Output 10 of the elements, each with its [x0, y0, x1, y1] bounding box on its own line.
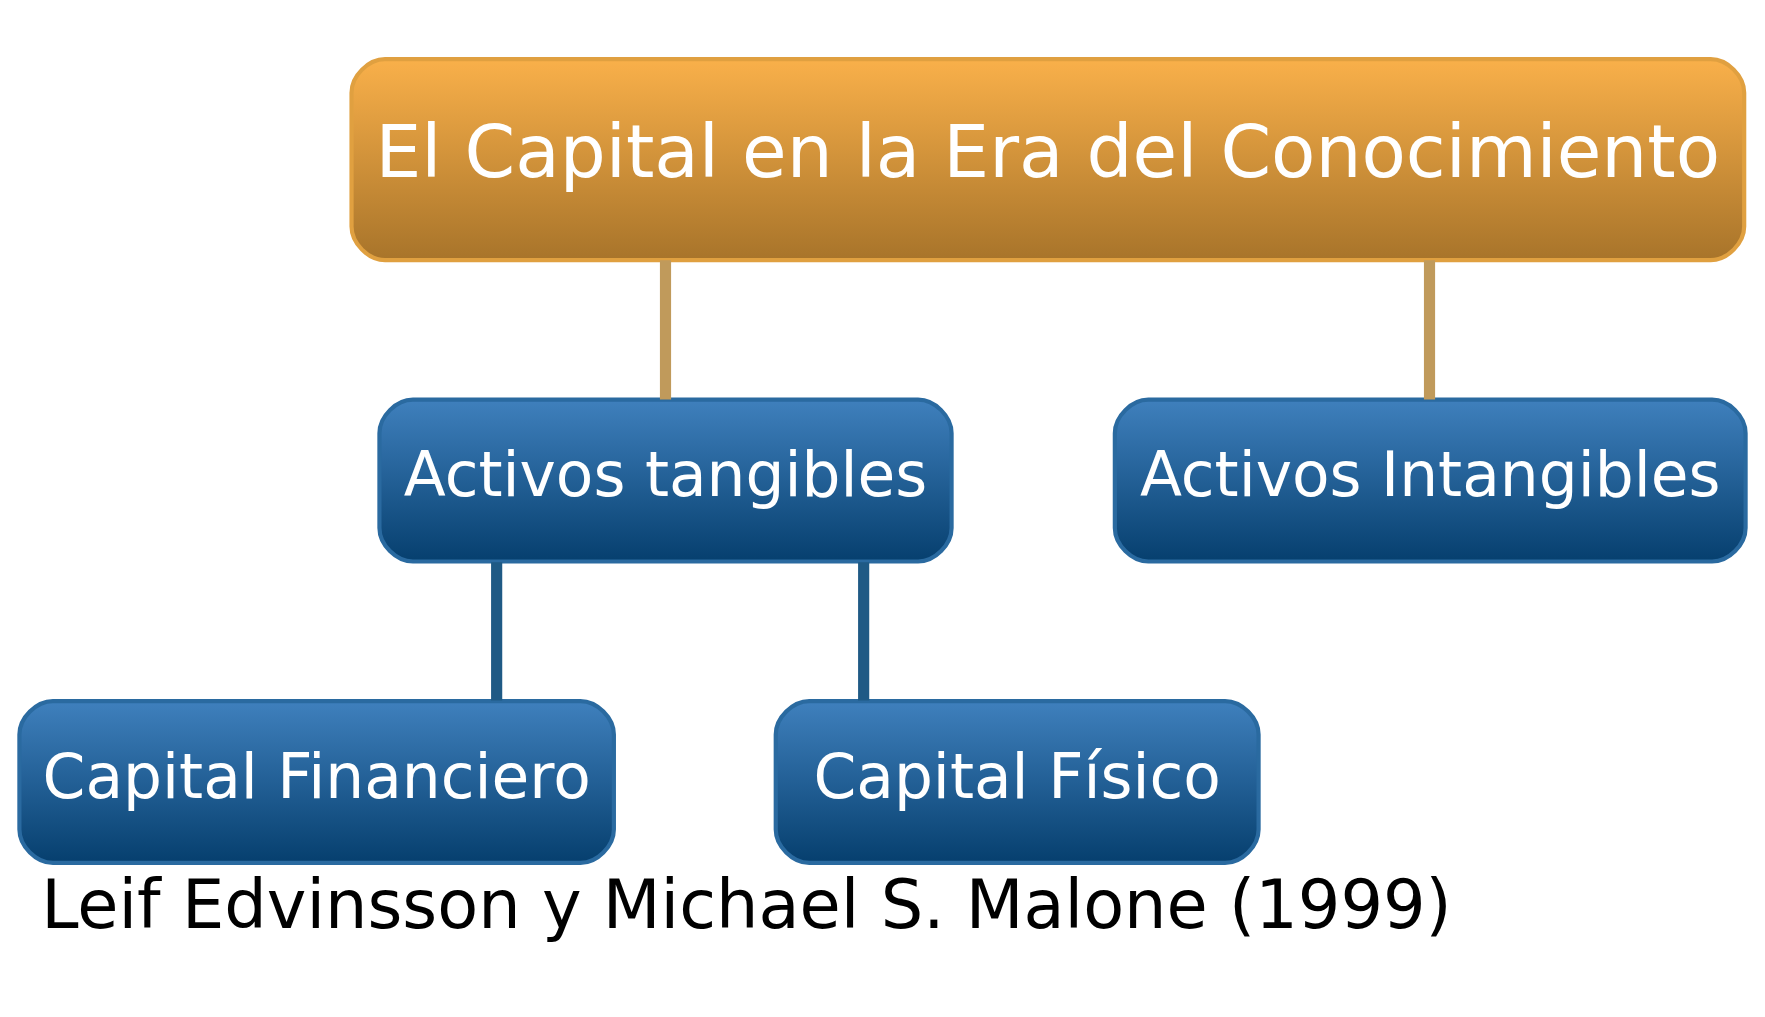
connector: [1423, 260, 1436, 400]
node-box: Activos tangibles: [377, 397, 954, 564]
connector: [491, 562, 503, 701]
node-box: Capital Financiero: [17, 698, 616, 866]
node-box: El Capital en la Era del Conocimiento: [349, 57, 1747, 263]
connector: [858, 562, 870, 701]
connector: [659, 260, 672, 400]
node-box: Capital Físico: [773, 698, 1261, 866]
node-box: Activos Intangibles: [1112, 397, 1748, 564]
caption: Leif Edvinsson y Michael S. Malone (1999): [41, 865, 1452, 944]
